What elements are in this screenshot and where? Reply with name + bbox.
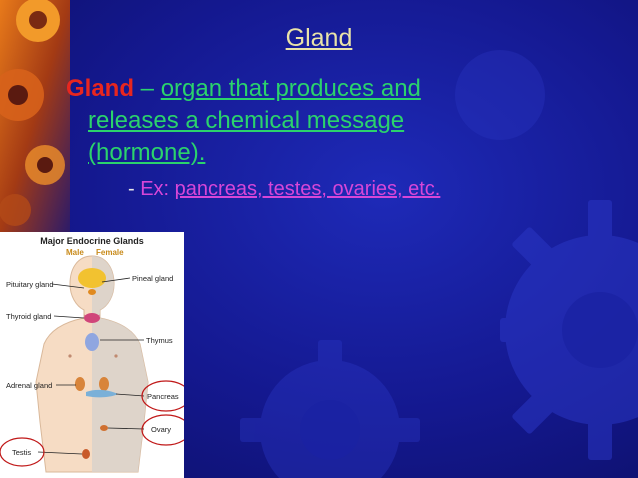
endocrine-diagram: Major Endocrine Glands Male Female Pitui… — [0, 232, 184, 478]
diagram-male-label: Male — [66, 248, 84, 257]
body-illustration-icon — [0, 255, 184, 473]
label-thymus: Thymus — [146, 336, 173, 345]
label-testis: Testis — [12, 448, 32, 457]
label-ovary: Ovary — [151, 425, 172, 434]
diagram-female-label: Female — [96, 248, 124, 257]
label-thyroid-gland: Thyroid gland — [6, 312, 52, 321]
label-adrenal-gland: Adrenal gland — [6, 381, 53, 390]
example-list: pancreas, testes, ovaries, etc. — [174, 178, 441, 200]
example-line: - Ex: pancreas, testes, ovaries, etc. — [128, 178, 440, 201]
definition-line-1: organ that produces and — [160, 75, 421, 102]
diagram-title: Major Endocrine Glands — [40, 236, 144, 246]
definition-term: Gland — [66, 75, 135, 102]
label-pineal-gland: Pineal gland — [132, 274, 174, 283]
slide-title: Gland — [285, 24, 353, 52]
definition-block: Gland – organ that produces and releases… — [66, 73, 506, 169]
label-pancreas: Pancreas — [147, 392, 179, 401]
definition-line-2: releases a chemical message — [88, 107, 405, 134]
example-prefix: Ex: — [140, 178, 175, 200]
label-pituitary-gland: Pituitary gland — [6, 280, 54, 289]
example-dash: - — [128, 178, 141, 200]
definition-line-3: (hormone). — [88, 139, 206, 166]
corner-gear-artwork-icon — [0, 0, 70, 235]
definition-dash: – — [134, 75, 161, 102]
